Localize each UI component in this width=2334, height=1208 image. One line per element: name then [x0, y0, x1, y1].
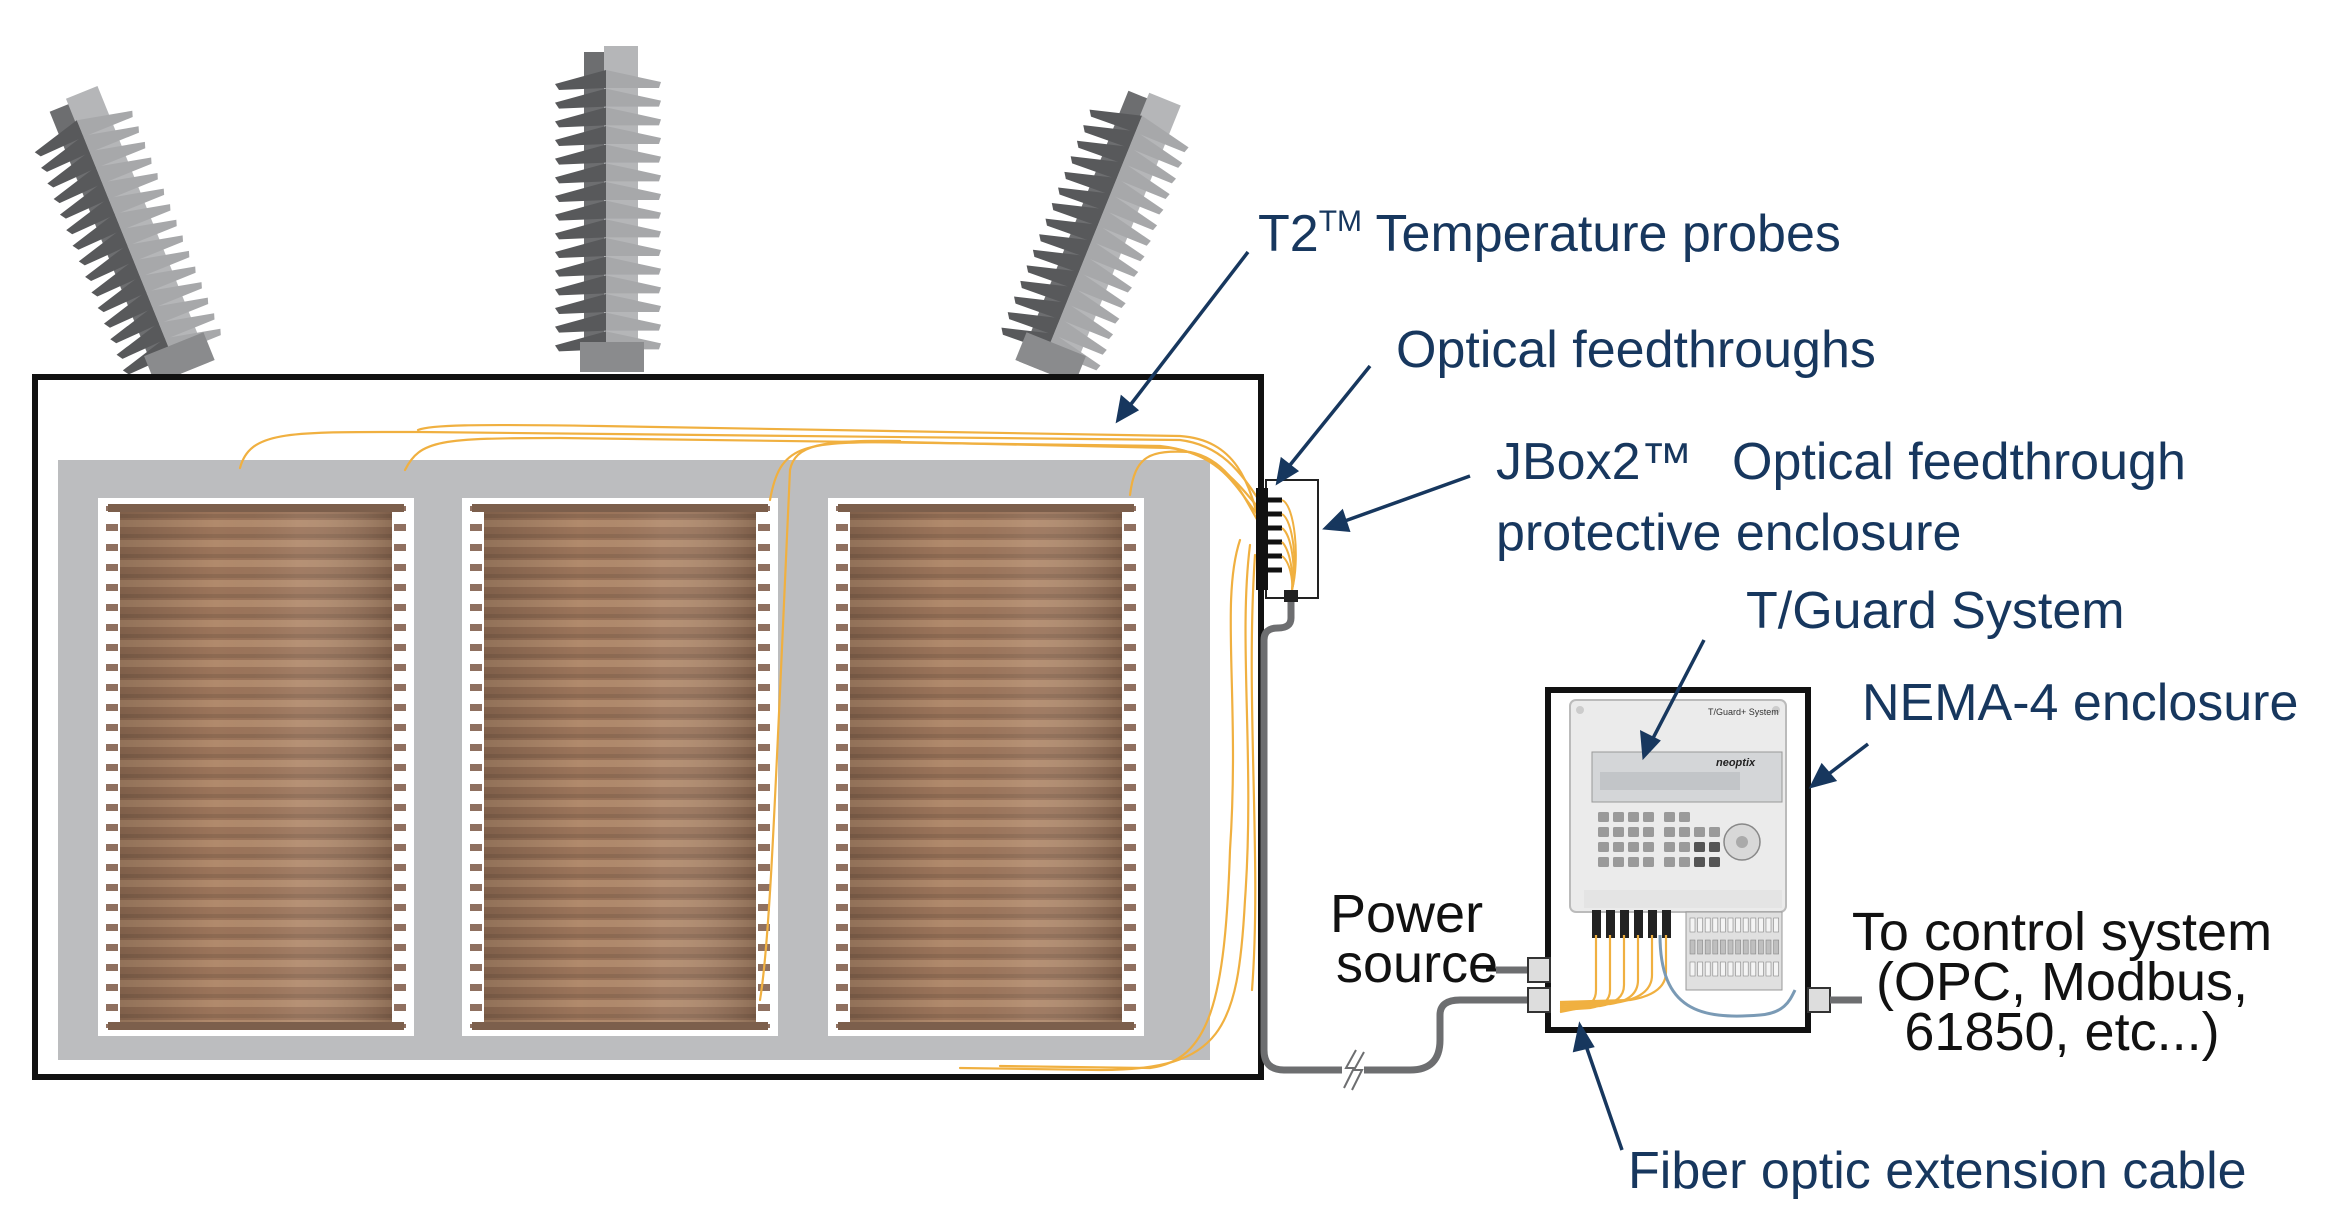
label-control-system-line2: (OPC, Modbus,: [1876, 952, 2248, 1012]
keypad-key: [1598, 812, 1609, 822]
keypad-key: [1643, 842, 1654, 852]
keypad-key: [1613, 827, 1624, 837]
keypad-key: [1598, 827, 1609, 837]
callout-arrows: [1115, 250, 1870, 1151]
keypad-key: [1664, 812, 1675, 822]
label-power-source-line1: Power: [1330, 884, 1483, 944]
fiber-connector: [1620, 910, 1629, 938]
fiber-connector: [1648, 910, 1657, 938]
keypad-key: [1664, 857, 1675, 867]
terminal-block: [1685, 911, 1783, 991]
keypad-key: [1709, 842, 1720, 852]
fiber-connector: [1606, 910, 1615, 938]
keypad-key: [1679, 812, 1690, 822]
label-temperature-probes: T2TM Temperature probes: [1258, 205, 1841, 263]
label-power-source-line2: source: [1336, 934, 1498, 994]
temperature-probe-fibers: [238, 423, 1264, 1072]
device-keypad: [1598, 812, 1720, 867]
fiber-connector: [1634, 910, 1643, 938]
keypad-key: [1628, 857, 1639, 867]
bushing-right: [1001, 90, 1189, 384]
label-control-system-line1: To control system: [1852, 902, 2272, 962]
optical-feedthrough-plate: [1256, 488, 1268, 590]
bushing-center: [555, 46, 661, 372]
keypad-key: [1694, 857, 1705, 867]
winding-coils: [98, 498, 1144, 1036]
keypad-key: [1598, 857, 1609, 867]
coil-3: [828, 498, 1144, 1036]
bushing-left: [34, 85, 221, 384]
keypad-key: [1613, 812, 1624, 822]
keypad-key: [1694, 842, 1705, 852]
keypad-key: [1709, 827, 1720, 837]
keypad-key: [1613, 857, 1624, 867]
keypad-key: [1628, 842, 1639, 852]
cable-break-symbol: [1342, 1049, 1365, 1091]
label-t-guard-system: T/Guard System: [1746, 582, 2125, 640]
t-guard-device: T/Guard+ System neoptix: [1569, 699, 1787, 913]
device-panel-title: T/Guard+ System: [1708, 707, 1779, 717]
keypad-key: [1664, 827, 1675, 837]
fiber-optic-extension-cable: [1260, 602, 1530, 1074]
keypad-key: [1709, 857, 1720, 867]
label-fiber-optic-extension-cable: Fiber optic extension cable: [1628, 1142, 2247, 1200]
keypad-key: [1613, 842, 1624, 852]
label-jbox-desc: Optical feedthrough: [1732, 433, 2186, 491]
bushings: [34, 46, 1189, 384]
label-nema-4-enclosure: NEMA-4 enclosure: [1862, 674, 2298, 732]
coil-1: [98, 498, 414, 1036]
keypad-key: [1628, 827, 1639, 837]
fiber-connectors: [1559, 910, 1797, 1018]
keypad-key: [1679, 827, 1690, 837]
keypad-key: [1679, 842, 1690, 852]
device-brand: neoptix: [1716, 757, 1756, 769]
label-optical-feedthroughs: Optical feedthroughs: [1396, 321, 1876, 379]
keypad-key: [1643, 812, 1654, 822]
fiber-connector: [1662, 910, 1671, 938]
glands: [1527, 957, 1862, 1013]
keypad-key: [1598, 842, 1609, 852]
label-jbox: JBox2™: [1496, 433, 1693, 491]
label-jbox-line2: protective enclosure: [1496, 504, 1961, 562]
keypad-key: [1643, 857, 1654, 867]
keypad-key: [1628, 812, 1639, 822]
keypad-key: [1694, 827, 1705, 837]
keypad-key: [1679, 857, 1690, 867]
jbox-feedthrough-enclosure: [1256, 479, 1319, 602]
coil-2: [462, 498, 778, 1036]
label-control-system-line3: 61850, etc...): [1904, 1002, 2219, 1062]
keypad-key: [1664, 842, 1675, 852]
fiber-connector: [1592, 910, 1601, 938]
keypad-key: [1643, 827, 1654, 837]
